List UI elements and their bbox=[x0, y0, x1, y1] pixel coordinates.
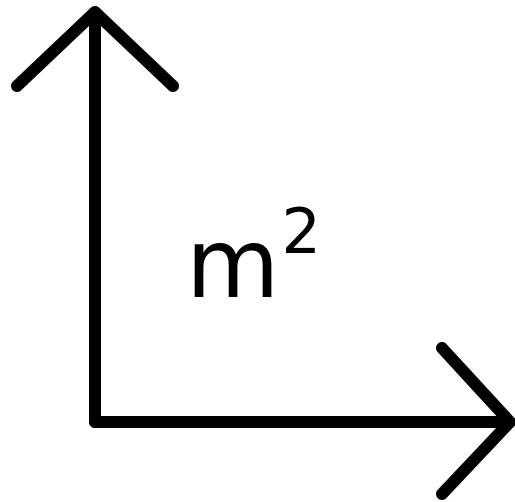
right-arrowhead-icon bbox=[436, 342, 515, 500]
up-arrowhead-icon bbox=[11, 6, 179, 92]
unit-base: m bbox=[186, 208, 280, 320]
area-unit-label: m2 bbox=[186, 201, 321, 320]
unit-exponent: 2 bbox=[281, 195, 321, 268]
